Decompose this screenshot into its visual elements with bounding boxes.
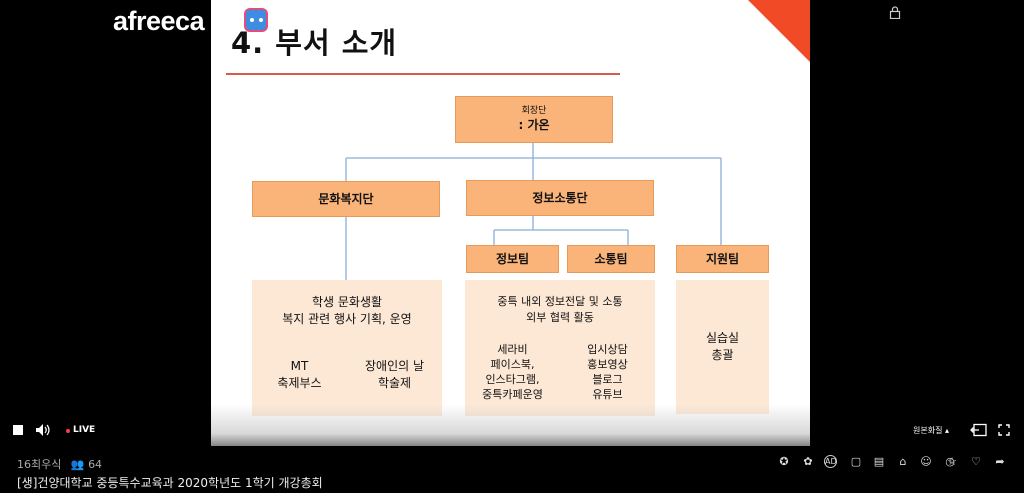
quickview-icon[interactable]: ▤ [873,455,885,468]
culture-panel: 학생 문화생활 복지 관련 행사 기획, 운영 MT 축제부스 장애인의 날 학… [252,280,442,416]
culture-desc-1: 학생 문화생활 [311,295,383,309]
title-divider [226,73,620,75]
stream-title: [생]건양대학교 중등특수교육과 2020학년도 1학기 개강총회 [17,476,323,490]
info-panel: 중특 내외 정보전달 및 소통 외부 협력 활동 세라비 페이스북, 인스타그램… [465,280,655,416]
president-box: 회장단 : 가온 [455,96,613,143]
comm-team-box: 소통팀 [567,245,655,273]
support-team-box: 지원팀 [676,245,769,273]
thumbs-up-icon[interactable]: ♡ [971,455,981,468]
live-label: LIVE [73,425,96,435]
afreeca-logo[interactable]: afreeca [113,6,205,36]
info-item: 블로그 [592,372,623,386]
volume-icon[interactable] [35,423,51,437]
video-bottom-fade [211,404,810,446]
culture-item-academic-fest: 학술제 [377,376,412,391]
emoji-icon[interactable]: ☺ [920,455,932,468]
president-name: : 가온 [518,118,550,133]
info-comm-dept-label: 정보소통단 [532,190,588,205]
support-panel: 실습실 총괄 [676,280,769,414]
viewer-count: 64 [88,458,103,471]
chat-icon[interactable]: ▢ [850,455,862,468]
culture-welfare-dept-box: 문화복지단 [252,181,440,217]
culture-item-festival: 축제부스 [277,376,322,391]
culture-desc-2: 복지 관련 행사 기획, 운영 [282,312,412,327]
info-team-label: 정보팀 [495,251,530,266]
fullscreen-icon[interactable] [998,424,1010,436]
favorite-star-icon[interactable]: ☆ [947,455,957,468]
comm-team-label: 소통팀 [594,251,628,266]
support-team-label: 지원팀 [705,251,740,266]
support-desc-2: 총괄 [711,348,734,363]
viewers-icon: 👥 [70,458,85,471]
slide-title: 4. 부서 소개 [231,26,398,60]
history-icon[interactable]: ◷ [945,455,955,468]
tv-mascot-icon [244,8,268,32]
info-item: 인스타그램, [485,372,540,386]
live-dot [66,429,70,433]
info-comm-dept-box: 정보소통단 [466,180,654,216]
president-label: 회장단 [521,106,547,117]
org-chart-connectors [345,143,722,280]
gift-icon[interactable]: ⌂ [899,455,907,468]
culture-welfare-dept-label: 문화복지단 [318,191,374,206]
info-item: 중특카페운영 [482,387,543,401]
stream-meta: 16최우식 👥 64 [17,456,102,472]
info-desc-1: 중특 내외 정보전달 및 소통 [497,295,623,308]
exit-fullscreen-icon[interactable] [970,423,988,437]
info-item: 홍보영상 [587,357,628,371]
corner-decoration [748,0,810,62]
sticker-icon[interactable]: ✿ [803,455,813,468]
info-item: 유튜브 [592,387,623,401]
culture-item-disability-day: 장애인의 날 [364,359,424,373]
presentation-slide: 4. 부서 소개 회장단 : 가온 문화복지단 정보소통단 정보팀 소통팀 지원… [211,0,810,446]
info-team-box: 정보팀 [466,245,559,273]
player-controls: LIVE 원본화질 ▴ [0,419,1024,441]
channel-name[interactable]: 16최우식 [17,458,62,471]
info-item: 세라비 [497,343,528,356]
info-item: 입시상담 [587,343,628,356]
info-desc-2: 외부 협력 활동 [526,310,594,324]
support-desc-1: 실습실 [705,331,740,345]
balloon-icon[interactable]: ✪ [779,455,789,468]
share-icon[interactable]: ➦ [995,455,1005,468]
info-item: 페이스북, [490,357,535,371]
stop-icon[interactable] [13,425,23,435]
lock-icon[interactable] [889,6,901,19]
culture-item-mt: MT [290,359,309,373]
quality-selector[interactable]: 원본화질 ▴ [913,426,950,435]
ad-icon[interactable]: AD [824,455,837,468]
